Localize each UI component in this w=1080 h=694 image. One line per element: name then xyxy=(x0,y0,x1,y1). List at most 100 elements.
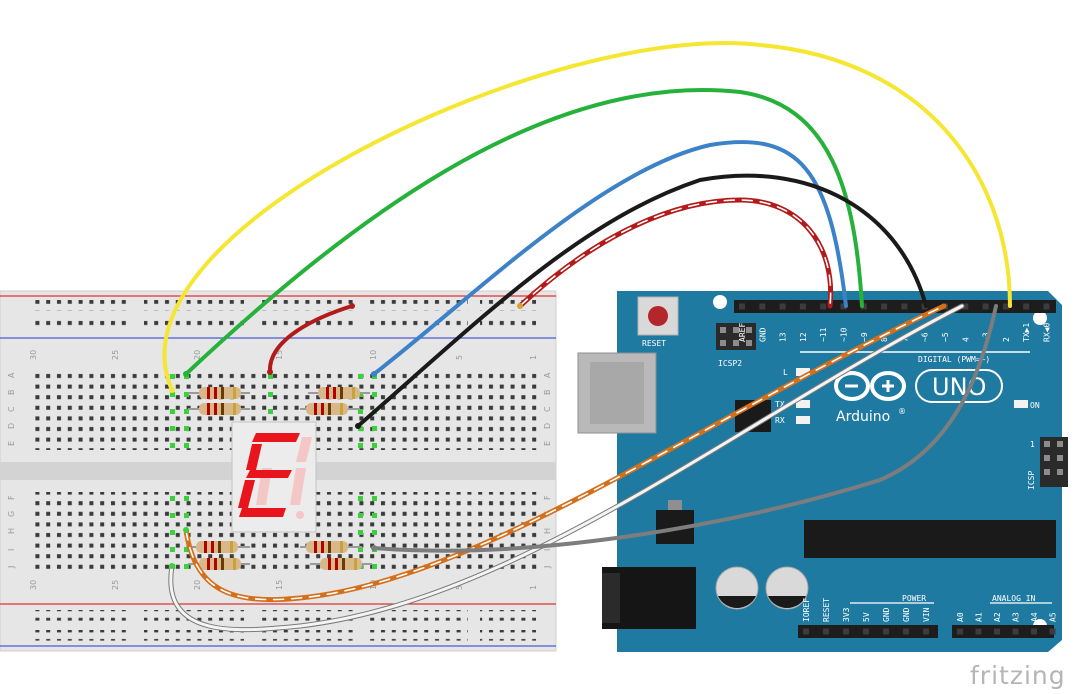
pin-label: IOREF xyxy=(802,598,811,622)
header-pin-hole xyxy=(957,628,963,635)
capacitor xyxy=(765,566,809,610)
row-letter: I xyxy=(543,549,552,551)
pin-label: 5V xyxy=(862,612,871,622)
pin-label: A5 xyxy=(1049,612,1058,622)
pin-label: RESET xyxy=(822,598,831,622)
row-letter: C xyxy=(543,406,552,412)
row-letter: H xyxy=(7,528,16,534)
pin-label: GND xyxy=(882,607,891,622)
brand-label: Arduino xyxy=(836,409,890,425)
power-pin-labels: IOREF RESET 3V3 5V GND GND VIN xyxy=(802,598,931,622)
pin-label: 12 xyxy=(799,332,808,342)
header-pin-hole xyxy=(903,628,909,635)
row-number: 30 xyxy=(29,350,38,360)
fritzing-watermark: fritzing xyxy=(970,661,1066,690)
row-letter: I xyxy=(7,549,16,551)
pin-label: AREF xyxy=(738,323,747,342)
pin-label: 8 xyxy=(880,337,889,342)
pin-label: A4 xyxy=(1030,612,1039,622)
bottom-power-rail-holes xyxy=(32,610,536,641)
decimal-point xyxy=(296,511,304,519)
resistor xyxy=(310,558,372,570)
header-pin-hole xyxy=(994,628,1000,635)
pin-label: ~6 xyxy=(921,332,930,342)
header-pin-hole xyxy=(779,303,786,310)
brand-mark: ® xyxy=(898,407,906,416)
header-pin-hole xyxy=(739,303,745,310)
row-numbers-top: 30 25 20 15 10 5 1 xyxy=(29,350,538,360)
row-number: 5 xyxy=(455,355,464,360)
header-pin-hole xyxy=(1023,303,1030,310)
reset-label: RESET xyxy=(642,339,666,348)
row-letter: A xyxy=(543,372,552,378)
header-pin-hole xyxy=(881,303,888,310)
pin-label: 13 xyxy=(779,332,788,342)
wire-black xyxy=(356,173,928,428)
wire-endpoints xyxy=(169,303,523,569)
model-label: UNO xyxy=(932,373,986,401)
resistor xyxy=(300,541,362,553)
row-letter: H xyxy=(543,528,552,534)
header-pin-hole xyxy=(759,303,766,310)
pin-label: A0 xyxy=(956,612,965,622)
pin-label: ~10 xyxy=(840,327,849,342)
pin-label: RX◀0 xyxy=(1043,323,1052,342)
row-letter: D xyxy=(543,423,552,429)
pin-label: A2 xyxy=(993,612,1002,622)
header-pin-hole xyxy=(840,303,847,310)
resistor xyxy=(188,387,250,399)
row-letter: E xyxy=(543,441,552,446)
row-number: 15 xyxy=(275,350,284,360)
usb-connector xyxy=(577,352,657,434)
power-pin-holes xyxy=(803,628,929,635)
header-pin-hole xyxy=(799,303,806,310)
row-number: 10 xyxy=(369,350,378,360)
pin-label: A1 xyxy=(975,612,984,622)
led-rx-label: RX xyxy=(775,416,785,425)
pin-label: GND xyxy=(902,607,911,622)
analog-header xyxy=(952,625,1054,638)
header-pin-hole xyxy=(901,303,908,310)
pin-label: 4 xyxy=(961,337,970,342)
analog-label: ANALOG IN xyxy=(992,594,1036,603)
power-label: POWER xyxy=(902,594,926,603)
row-number: 1 xyxy=(529,585,538,590)
pin-label: ~3 xyxy=(982,332,991,342)
header-pin-hole xyxy=(982,303,989,310)
header-pin-hole xyxy=(843,628,849,635)
pin-label: 3V3 xyxy=(842,607,851,622)
header-pin-hole xyxy=(1012,628,1019,635)
dc-power-jack xyxy=(602,567,696,629)
pin-label: GND xyxy=(758,327,767,342)
status-leds xyxy=(796,368,1028,424)
pin-label: ~5 xyxy=(941,332,950,342)
capacitor xyxy=(715,566,759,610)
resistor xyxy=(300,403,360,415)
row-letter: B xyxy=(7,390,16,396)
icsp-pin1-label: 1 xyxy=(1030,440,1035,449)
wire-gray xyxy=(372,304,998,553)
row-number: 5 xyxy=(455,585,464,590)
row-letter: B xyxy=(543,390,552,396)
wire-green xyxy=(184,88,864,376)
row-number: 25 xyxy=(111,580,120,590)
row-number: 20 xyxy=(193,580,202,590)
reset-button[interactable] xyxy=(637,296,679,336)
wire-yellow xyxy=(162,41,1012,392)
resistor xyxy=(308,387,370,399)
pin-label: VIN xyxy=(922,607,931,622)
wires xyxy=(162,41,1012,633)
digital-header xyxy=(734,300,1056,313)
header-pin-hole xyxy=(1049,628,1056,635)
icsp2-header xyxy=(716,323,756,350)
resistor xyxy=(188,541,250,553)
uno-badge: UNO xyxy=(915,369,1003,403)
header-pin-hole xyxy=(863,628,869,635)
digital-label: DIGITAL (PWM=~) xyxy=(918,355,990,364)
row-number: 1 xyxy=(529,355,538,360)
icsp-header xyxy=(1040,437,1068,487)
pin-label: ~9 xyxy=(860,332,869,342)
